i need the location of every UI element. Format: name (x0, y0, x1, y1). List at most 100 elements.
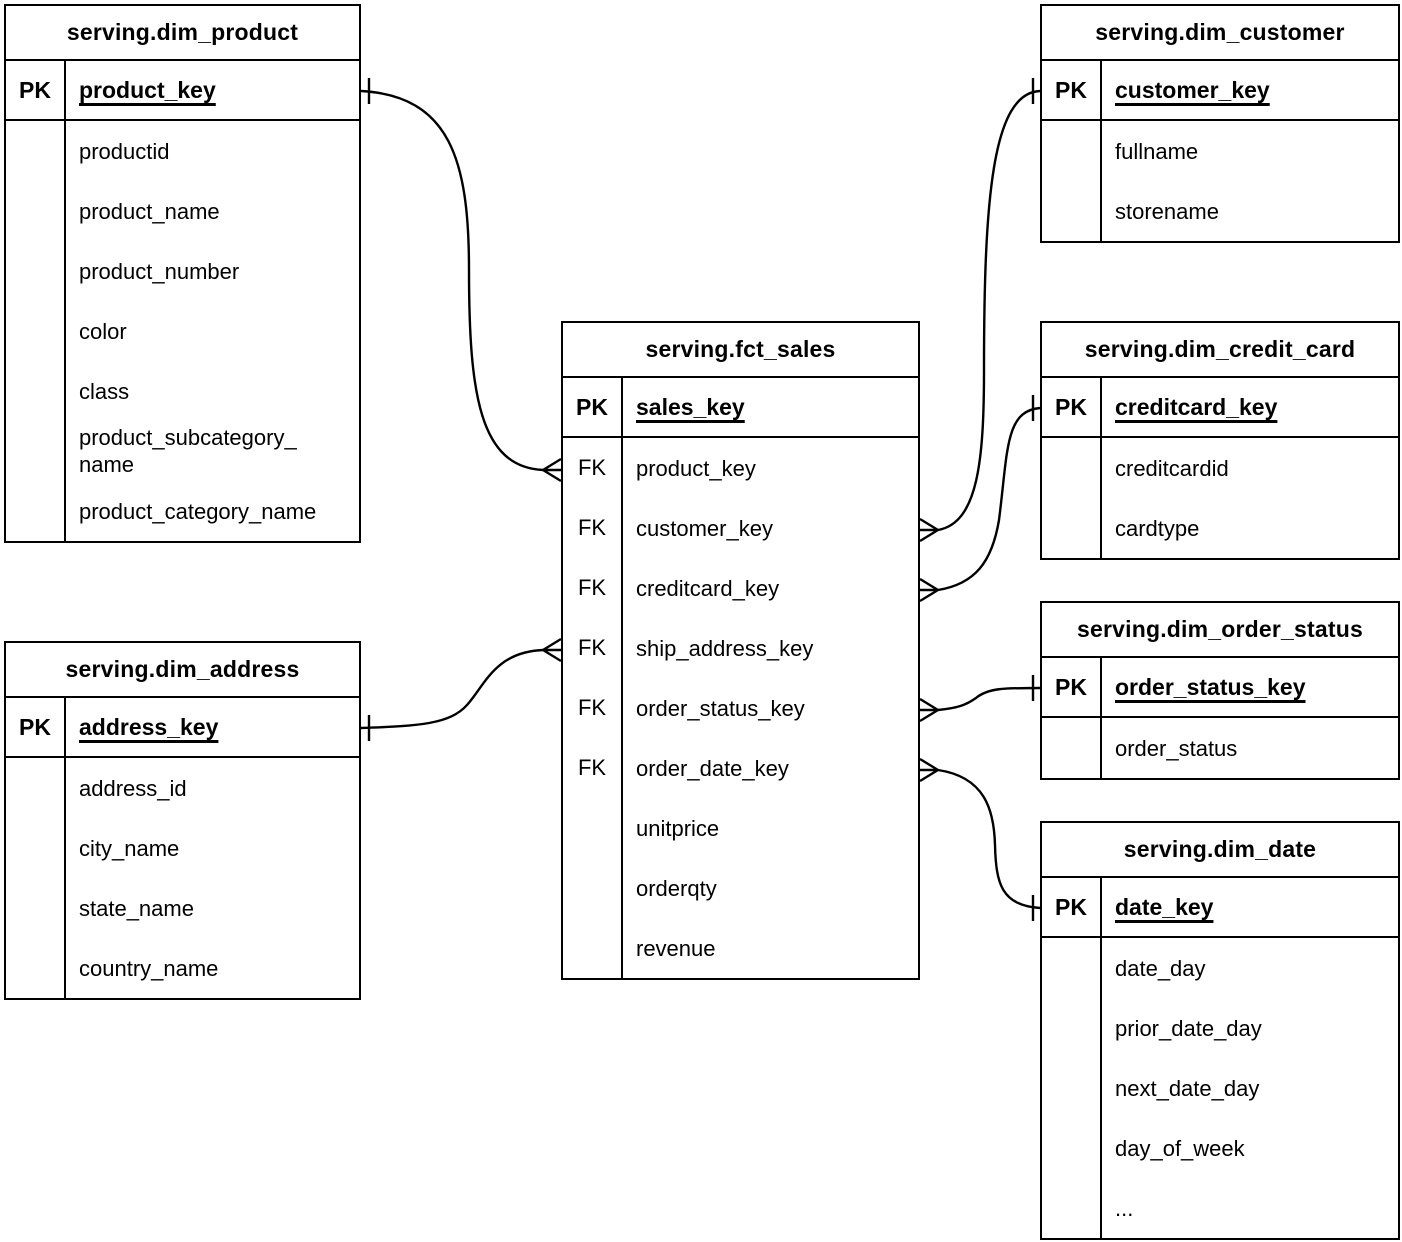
field-badge (6, 758, 66, 818)
field-name: orderqty (636, 875, 717, 901)
field-name: product_​name (79, 198, 220, 224)
field-row: ... (1042, 1178, 1398, 1238)
pk-badge: PK (1042, 878, 1102, 936)
field-row: country_​name (6, 938, 359, 998)
field-badge (1042, 498, 1102, 558)
rel-sales-order-status (919, 675, 1041, 723)
pk-badge: PK (1042, 61, 1102, 119)
field-badge (6, 818, 66, 878)
field-name: product_​category_​name (79, 498, 317, 524)
crow-foot-many-icon (919, 697, 939, 723)
table-title: serving.dim_order_status (1042, 603, 1398, 658)
field-list: productid product_​name product_​number … (6, 121, 359, 541)
table-title: serving.dim_address (6, 643, 359, 698)
crow-foot-many-icon (542, 457, 562, 483)
field-row: productid (6, 121, 359, 181)
field-row: next_​date_​day (1042, 1058, 1398, 1118)
pk-field-name: sales_​key (636, 393, 745, 420)
field-badge (563, 798, 623, 858)
pk-row: PK creditcard_​key (1042, 378, 1398, 438)
field-row: creditcardid (1042, 438, 1398, 498)
field-row: product_​name (6, 181, 359, 241)
field-badge (1042, 718, 1102, 778)
field-badge (1042, 121, 1102, 181)
field-name: order_​status_​key (636, 695, 805, 721)
field-row: cardtype (1042, 498, 1398, 558)
crow-foot-many-icon (919, 577, 939, 603)
pk-badge: PK (6, 698, 66, 756)
pk-field-name: product_​key (79, 76, 216, 103)
field-name: customer_​key (636, 515, 773, 541)
rel-sales-product (360, 78, 562, 483)
field-badge (1042, 1058, 1102, 1118)
entity-table-dim-address: serving.dim_address PK address_​key addr… (4, 641, 361, 1000)
table-title: serving.dim_credit_card (1042, 323, 1398, 378)
fk-badge: FK (563, 558, 623, 618)
crow-foot-many-icon (919, 757, 939, 783)
table-title: serving.dim_customer (1042, 6, 1398, 61)
field-name: ship_​address_​key (636, 635, 814, 661)
field-badge (6, 361, 66, 421)
fk-badge: FK (563, 618, 623, 678)
field-badge (1042, 998, 1102, 1058)
table-title: serving.dim_date (1042, 823, 1398, 878)
pk-field-name: order_​status_​key (1115, 673, 1306, 700)
field-row: city_​name (6, 818, 359, 878)
entity-table-dim-customer: serving.dim_customer PK customer_​key fu… (1040, 4, 1400, 243)
field-badge (6, 241, 66, 301)
field-name: cardtype (1115, 515, 1200, 541)
pk-badge: PK (1042, 378, 1102, 436)
field-name: color (79, 318, 127, 344)
pk-field-name: customer_​key (1115, 76, 1270, 103)
rel-sales-date (919, 757, 1041, 921)
field-badge (6, 421, 66, 481)
field-name: revenue (636, 935, 716, 961)
field-name: country_​name (79, 955, 219, 981)
crow-foot-many-icon (919, 517, 939, 543)
field-name: productid (79, 138, 170, 164)
field-name: class (79, 378, 130, 404)
field-row: order_​status (1042, 718, 1398, 778)
field-name: order_​status (1115, 735, 1238, 761)
field-badge (1042, 438, 1102, 498)
field-row: unitprice (563, 798, 918, 858)
field-row: revenue (563, 918, 918, 978)
field-list: address_​id city_​name state_​name count… (6, 758, 359, 998)
field-name: product_​subcategory_​name (79, 425, 297, 477)
pk-row: PK order_​status_​key (1042, 658, 1398, 718)
table-title: serving.fct_sales (563, 323, 918, 378)
field-row: orderqty (563, 858, 918, 918)
field-row: FK creditcard_​key (563, 558, 918, 618)
pk-row: PK address_​key (6, 698, 359, 758)
wire (937, 406, 1041, 592)
field-badge (6, 301, 66, 361)
field-name: date_​day (1115, 955, 1206, 981)
field-name: prior_​date_​day (1115, 1015, 1262, 1041)
field-row: color (6, 301, 359, 361)
field-list: creditcardid cardtype (1042, 438, 1398, 558)
field-row: day_​of_​week (1042, 1118, 1398, 1178)
field-row: product_​category_​name (6, 481, 359, 541)
field-badge (6, 481, 66, 541)
wire (937, 89, 1041, 532)
field-badge (1042, 1118, 1102, 1178)
pk-badge: PK (1042, 658, 1102, 716)
field-row: product_​subcategory_​name (6, 421, 359, 481)
pk-badge: PK (6, 61, 66, 119)
wire (937, 768, 1041, 910)
wire (937, 686, 1041, 712)
pk-field-name: creditcard_​key (1115, 393, 1278, 420)
field-row: prior_​date_​day (1042, 998, 1398, 1058)
field-name: creditcard_​key (636, 575, 780, 601)
field-row: FK ship_​address_​key (563, 618, 918, 678)
field-row: date_​day (1042, 938, 1398, 998)
entity-table-dim-order-status: serving.dim_order_status PK order_​statu… (1040, 601, 1400, 780)
pk-row: PK product_​key (6, 61, 359, 121)
